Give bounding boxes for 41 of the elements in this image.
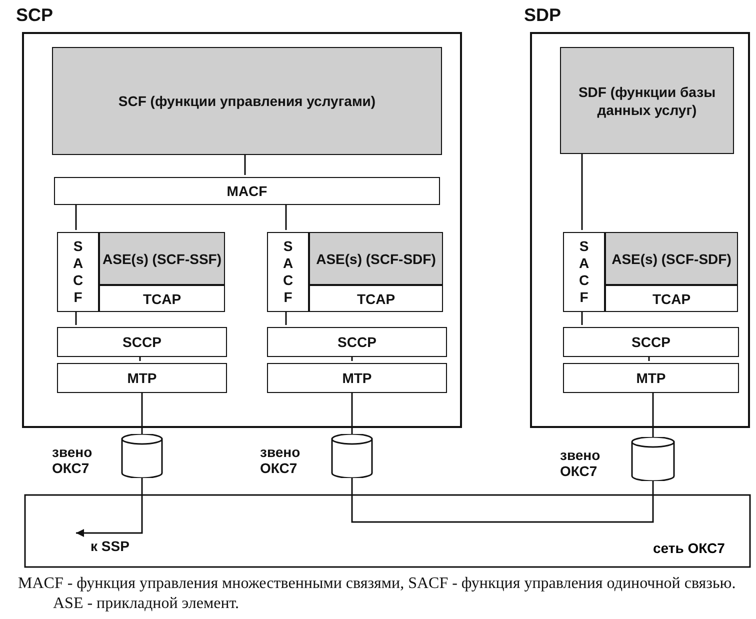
- connector-line: [351, 391, 353, 434]
- connector-line: [581, 152, 583, 230]
- function-block: SDF (функции базы данных услуг): [560, 47, 734, 154]
- link-label: звено ОКС7: [560, 447, 602, 479]
- arrow: [76, 478, 143, 537]
- protocol-block: MTP: [563, 363, 739, 393]
- protocol-block: TCAP: [605, 285, 738, 312]
- caption: MACF - функция управления множественными связями, SACF - функция управления одиночной связью. ASE - прикладной элемент.: [18, 574, 737, 614]
- network-label: сеть ОКС7: [653, 540, 725, 556]
- link-label: звено ОКС7: [260, 444, 302, 476]
- function-block: ASE(s) (SCF-SDF): [605, 232, 738, 285]
- protocol-block: TCAP: [99, 285, 225, 312]
- connector-line: [141, 391, 143, 434]
- protocol-block: SACF: [267, 232, 309, 312]
- connector-line: [652, 391, 654, 437]
- function-block: ASE(s) (SCF-SSF): [99, 232, 225, 285]
- protocol-block: MTP: [267, 363, 447, 393]
- function-block: SCF (функции управления услугами): [52, 47, 442, 155]
- link-cylinder: [631, 437, 675, 481]
- connector-line: [285, 203, 287, 230]
- connector-line: [285, 310, 287, 325]
- protocol-block: SACF: [57, 232, 99, 312]
- destination-label: к SSP: [74, 533, 146, 559]
- protocol-block: MACF: [54, 177, 440, 205]
- link-label: звено ОКС7: [52, 444, 94, 476]
- frame-title: SDP: [524, 6, 562, 24]
- protocol-block: SCCP: [563, 327, 739, 357]
- connector-line: [75, 203, 77, 230]
- protocol-block: SACF: [563, 232, 605, 312]
- protocol-block: MTP: [57, 363, 227, 393]
- function-block: ASE(s) (SCF-SDF): [309, 232, 443, 285]
- protocol-block: SCCP: [267, 327, 447, 357]
- connector-line: [581, 310, 583, 325]
- protocol-block: TCAP: [309, 285, 443, 312]
- frame-title: SCP: [16, 6, 54, 24]
- connector-line: [75, 310, 77, 325]
- connector-line: [351, 478, 654, 523]
- protocol-block: SCCP: [57, 327, 227, 357]
- connector-line: [244, 153, 246, 175]
- link-cylinder: [331, 434, 373, 478]
- link-cylinder: [121, 434, 163, 478]
